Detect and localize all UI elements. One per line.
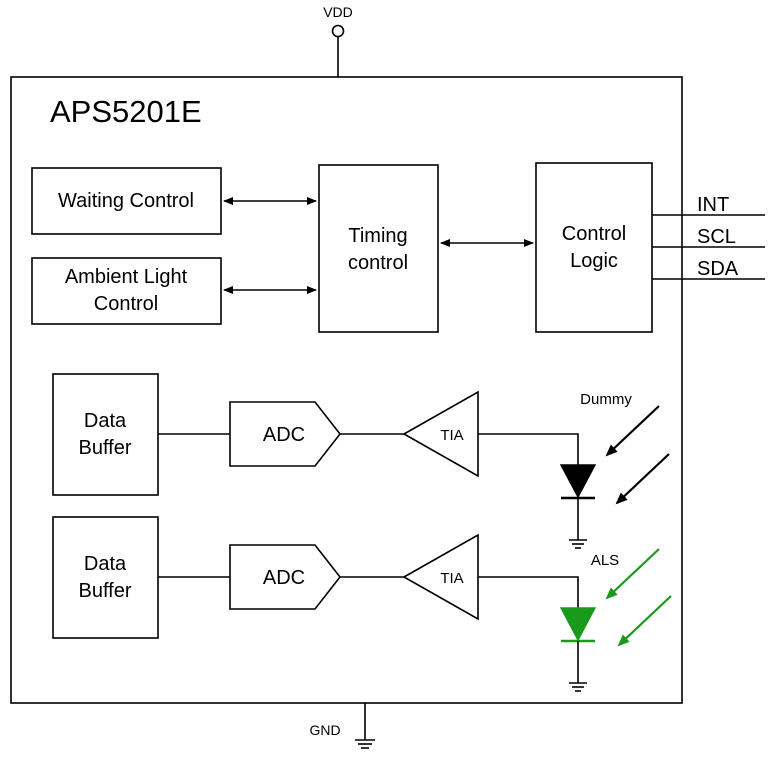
als-channel: Data Buffer ADC TIA ALS bbox=[52, 516, 672, 692]
ambient-light-label-line1: Ambient Light bbox=[65, 266, 188, 288]
light-arrow-icon bbox=[605, 548, 660, 600]
light-arrow-icon bbox=[617, 595, 672, 647]
timing-control-block: Timing control bbox=[318, 164, 439, 333]
dummy-photodiode-icon bbox=[559, 464, 597, 499]
vdd-pin: VDD bbox=[323, 4, 353, 77]
data-buffer-1-line1: Data bbox=[84, 410, 127, 432]
logic-label-line1: Control bbox=[562, 223, 626, 245]
data-buffer-2-line1: Data bbox=[84, 553, 127, 575]
chip-outline bbox=[10, 76, 683, 704]
ambient-light-control-block: Ambient Light Control bbox=[31, 257, 222, 325]
dummy-label: Dummy bbox=[580, 391, 632, 408]
ground-icon bbox=[569, 682, 587, 692]
light-arrow-icon bbox=[615, 453, 670, 505]
light-arrow-icon bbox=[605, 405, 660, 457]
data-buffer-1 bbox=[52, 373, 159, 496]
data-buffer-2 bbox=[52, 516, 159, 639]
ambient-light-label-line2: Control bbox=[94, 293, 158, 315]
gnd-pin: GND bbox=[309, 703, 375, 749]
pin-int: INT bbox=[697, 194, 729, 216]
timing-label-line1: Timing bbox=[348, 225, 407, 247]
als-label: ALS bbox=[591, 552, 619, 569]
adc-1 bbox=[229, 401, 342, 467]
adc-2-label: ADC bbox=[263, 567, 305, 589]
tia-2-label: TIA bbox=[440, 570, 463, 587]
chip-name: APS5201E bbox=[50, 94, 202, 129]
waiting-control-label: Waiting Control bbox=[58, 190, 194, 212]
logic-label-line2: Logic bbox=[570, 250, 618, 272]
data-buffer-1-line2: Buffer bbox=[79, 437, 132, 459]
als-photodiode-icon bbox=[559, 607, 597, 642]
tia-1-label: TIA bbox=[440, 427, 463, 444]
adc-1-label: ADC bbox=[263, 424, 305, 446]
pin-scl: SCL bbox=[697, 226, 736, 248]
vdd-terminal-icon bbox=[331, 24, 345, 38]
output-pins: INT SCL SDA bbox=[652, 194, 765, 280]
control-logic-block: Control Logic bbox=[535, 162, 653, 333]
pin-sda: SDA bbox=[697, 258, 739, 280]
adc-2 bbox=[229, 544, 342, 610]
timing-label-line2: control bbox=[348, 252, 408, 274]
dummy-channel: Data Buffer ADC TIA Dummy bbox=[52, 373, 670, 549]
data-buffer-2-line2: Buffer bbox=[79, 580, 132, 602]
waiting-control-block: Waiting Control bbox=[31, 167, 222, 235]
gnd-label: GND bbox=[309, 722, 340, 738]
ground-icon bbox=[569, 539, 587, 549]
vdd-label: VDD bbox=[323, 4, 353, 20]
